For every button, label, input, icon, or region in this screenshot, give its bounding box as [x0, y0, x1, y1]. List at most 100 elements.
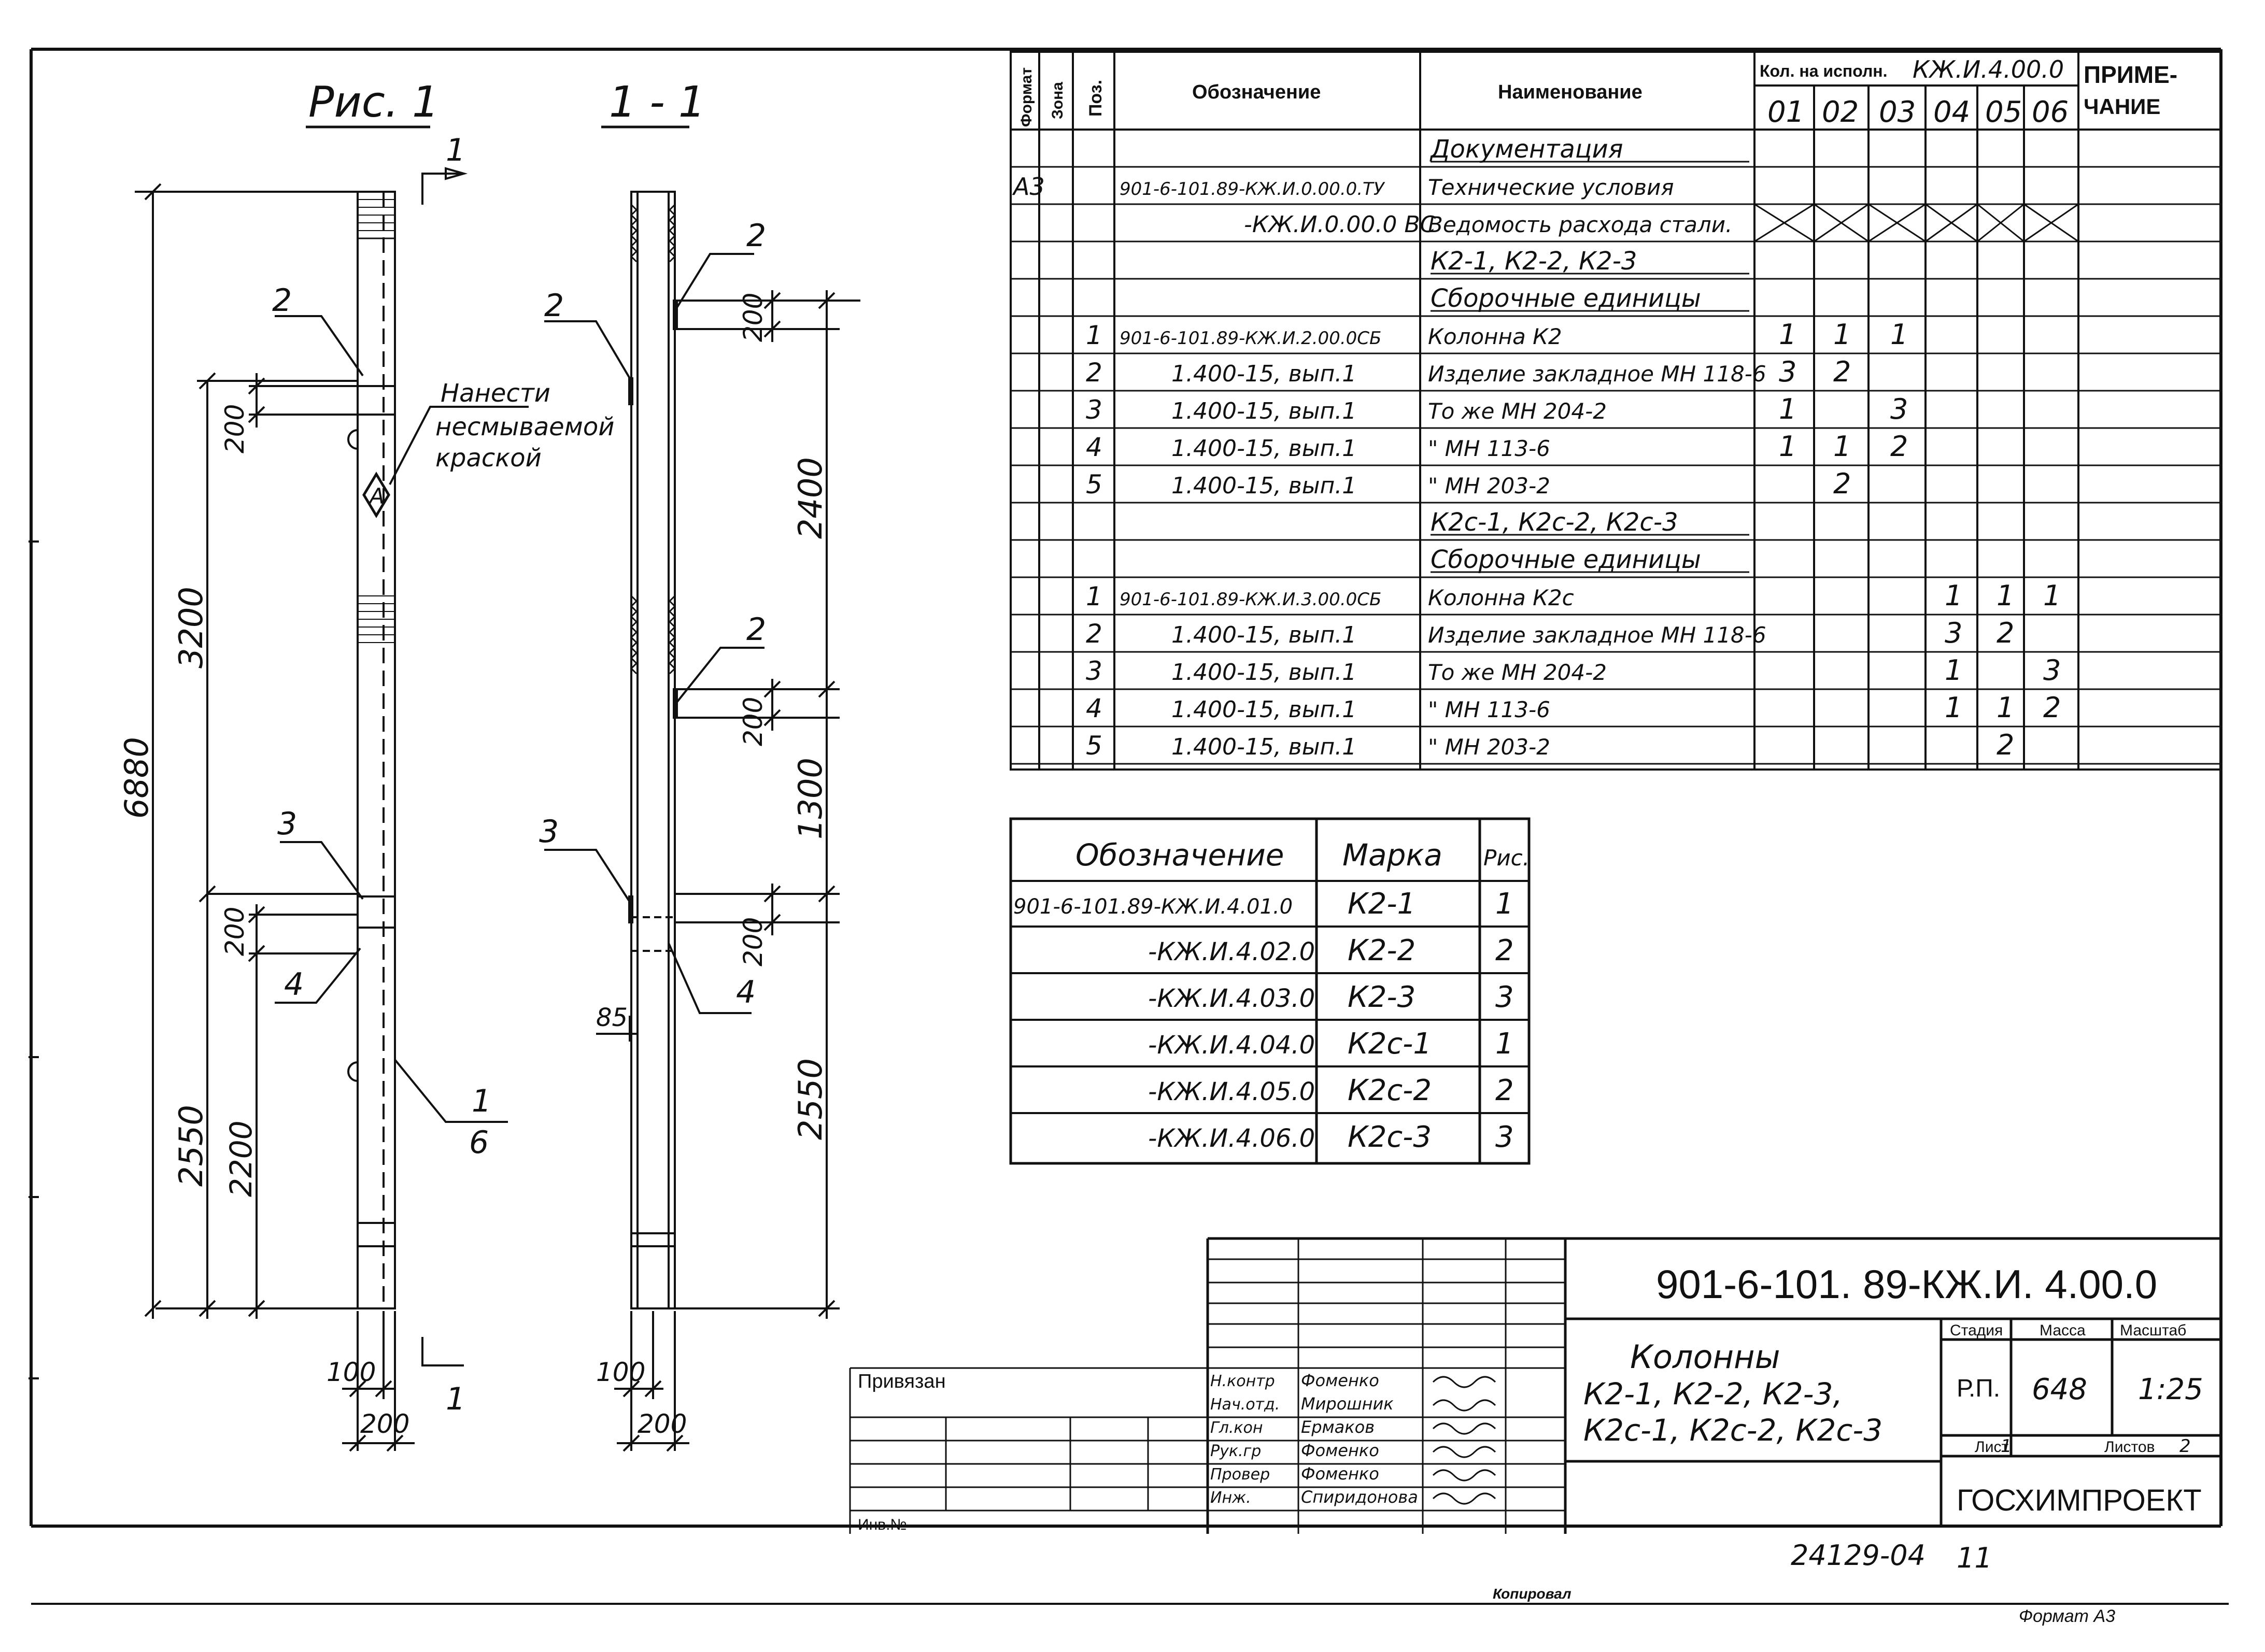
- spec-designation: -КЖ.И.0.00.0 ВС: [1244, 211, 1436, 238]
- base-dim-100: 100: [327, 1357, 376, 1387]
- spec-name: То же МН 204-2: [1428, 398, 1607, 424]
- dim-2200: 2200: [223, 1120, 259, 1197]
- fig1-pos-3: 3: [277, 806, 297, 842]
- spec-format: А3: [1012, 173, 1045, 201]
- dim-2550: 2550: [172, 1105, 210, 1187]
- sec-dim-200-b: 200: [738, 697, 768, 746]
- variant-header-01: 01: [1767, 95, 1804, 129]
- sec-dim-200-a: 200: [738, 293, 768, 342]
- section-cut-mark-bottom: 1: [446, 1381, 465, 1417]
- spec-row: Документация: [1429, 135, 1749, 164]
- spec-pos: 5: [1086, 469, 1102, 500]
- marks-fig: 3: [1495, 980, 1514, 1014]
- marks-fig: 1: [1495, 887, 1514, 921]
- section-1-1-view: 1 - 1 2 2 2 3 4: [539, 78, 860, 1452]
- spec-pos: 5: [1086, 731, 1102, 761]
- sec-base-dim-200: 200: [638, 1409, 687, 1439]
- spec-row: К2-1, К2-2, К2-3: [1431, 247, 1749, 276]
- organization: ГОСХИМПРОЕКТ: [1957, 1484, 2202, 1517]
- section-title: 1 - 1: [609, 78, 705, 127]
- footer-copied: Копировал: [1493, 1586, 1572, 1602]
- spec-designation: 901-6-101.89-КЖ.И.0.00.0.ТУ: [1120, 179, 1385, 200]
- spec-qty-01: 1: [1779, 430, 1796, 463]
- spec-designation: 1.400-15, вып.1: [1171, 473, 1356, 499]
- staff-role: Рук.гр: [1210, 1442, 1261, 1460]
- marks-designation: -КЖ.И.4.04.0: [1148, 1031, 1315, 1060]
- spec-name: " МН 113-6: [1428, 436, 1550, 461]
- marks-table: Обозначение Марка Рис. 901-6-101.89-КЖ.И…: [1009, 817, 1531, 1165]
- signature: [1432, 1422, 1496, 1435]
- sec-pos-4: 4: [736, 974, 756, 1010]
- dim-200-top: 200: [220, 404, 250, 453]
- fig1-pos-6: 6: [469, 1124, 489, 1161]
- dim-3200: 3200: [172, 587, 210, 668]
- marks-header-designation: Обозначение: [1075, 837, 1284, 873]
- marks-designation: -КЖ.И.4.03.0: [1148, 984, 1315, 1013]
- marks-header-mark: Марка: [1342, 837, 1442, 873]
- sec-base-dim-100: 100: [596, 1357, 645, 1387]
- fig1-pos-2: 2: [272, 282, 292, 319]
- footer-number: 24129-04: [1791, 1539, 1926, 1572]
- spec-header-zone: Зона: [1049, 82, 1066, 119]
- specification-table: Формат Зона Поз. Обозначение Наименовани…: [1010, 51, 2222, 771]
- signature: [1432, 1376, 1496, 1388]
- spec-header-note-2: ЧАНИЕ: [2084, 94, 2160, 119]
- variant-header-04: 04: [1933, 95, 1970, 129]
- stage-value: Р.П.: [1957, 1375, 2000, 1402]
- footer: 24129-04 11 Копировал Формат А3: [1493, 1539, 2115, 1626]
- marks-row: -КЖ.И.4.04.0 К2с-1 1: [1148, 1027, 1514, 1061]
- marks-mark: К2-3: [1348, 980, 1415, 1014]
- spec-section-heading: Сборочные единицы: [1431, 284, 1701, 313]
- base-dim-200: 200: [360, 1409, 409, 1439]
- spec-qty-04: 1: [1945, 654, 1962, 687]
- spec-qty-05: 2: [1997, 617, 2014, 649]
- spec-qty-01: 3: [1779, 355, 1796, 388]
- staff-name: Спиридонова: [1301, 1487, 1418, 1507]
- spec-section-heading: К2-1, К2-2, К2-3: [1431, 247, 1637, 276]
- footer-sheet-no: 11: [1957, 1542, 1992, 1574]
- staff-name: Фоменко: [1301, 1441, 1379, 1460]
- spec-header-pos: Поз.: [1086, 80, 1106, 117]
- marks-mark: К2с-1: [1348, 1027, 1432, 1061]
- spec-designation: 1.400-15, вып.1: [1171, 622, 1356, 648]
- spec-designation: 1.400-15, вып.1: [1171, 398, 1356, 424]
- staff-name: Ермаков: [1301, 1417, 1375, 1437]
- spec-qty-01: 1: [1779, 318, 1796, 351]
- spec-header-qty-code: КЖ.И.4.00.0: [1913, 55, 2064, 83]
- spec-header-designation: Обозначение: [1192, 81, 1321, 103]
- spec-name: Колонна К2с: [1428, 585, 1574, 610]
- spec-designation: 1.400-15, вып.1: [1171, 361, 1356, 387]
- staff-role: Гл.кон: [1210, 1419, 1263, 1437]
- staff-row: Рук.гр Фоменко: [1210, 1441, 1496, 1460]
- sheets-label: Листов: [2104, 1439, 2155, 1456]
- paint-note-line1: Нанести: [441, 379, 550, 408]
- spec-qty-04: 3: [1945, 617, 1962, 649]
- spec-pos: 3: [1086, 395, 1102, 425]
- marks-mark: К2-2: [1348, 934, 1415, 967]
- spec-designation: 901-6-101.89-КЖ.И.3.00.0СБ: [1120, 589, 1381, 610]
- spec-section-heading: Сборочные единицы: [1431, 545, 1701, 574]
- sec-pos-3: 3: [539, 814, 559, 850]
- marks-fig: 2: [1495, 1074, 1514, 1107]
- spec-header-format: Формат: [1018, 67, 1035, 127]
- marks-fig: 1: [1495, 1027, 1514, 1061]
- variant-header-06: 06: [2032, 95, 2069, 129]
- signature: [1432, 1469, 1496, 1482]
- sec-dim-2550: 2550: [791, 1058, 829, 1140]
- dim-200-bottom: 200: [220, 907, 250, 956]
- spec-designation: 901-6-101.89-КЖ.И.2.00.0СБ: [1120, 328, 1381, 349]
- figure-1-title: Рис. 1: [308, 78, 439, 127]
- title-line-2: К2-1, К2-2, К2-3,: [1583, 1376, 1843, 1412]
- spec-pos: 3: [1086, 656, 1102, 686]
- title-privyazan: Привязан: [858, 1371, 946, 1392]
- spec-row: Сборочные единицы: [1431, 545, 1749, 574]
